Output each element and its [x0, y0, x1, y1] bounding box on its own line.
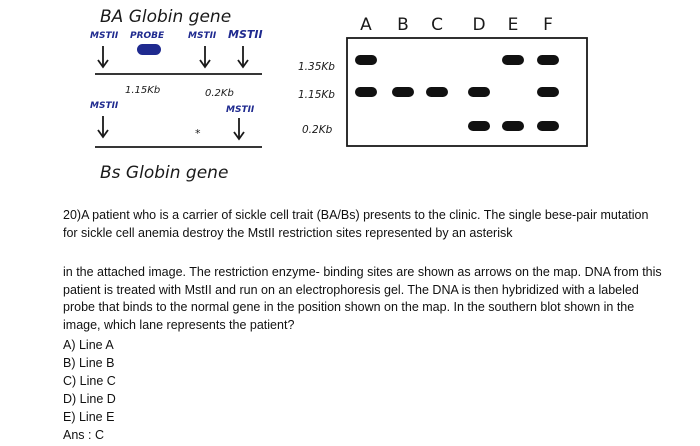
top-site-label-1: MSTII [90, 31, 119, 41]
question-body: in the attached image. The restriction e… [63, 265, 662, 332]
gel-box [346, 37, 588, 147]
option-b: B) Line B [63, 356, 115, 370]
answer-text: Ans : C [63, 428, 104, 442]
lane-label-e: E [508, 15, 519, 35]
band-d-1_15Kb [468, 87, 490, 97]
option-c: C) Line C [63, 374, 116, 388]
band-f-1_35Kb [537, 55, 559, 65]
fragment-label-2: 0.2Kb [205, 88, 234, 99]
bottom-site-label-2: MSTII [226, 105, 255, 115]
option-e: E) Line E [63, 410, 115, 424]
bottom-site-label-1: MSTII [90, 101, 119, 111]
option-a: A) Line A [63, 338, 114, 352]
fragment-label-1: 1.15Kb [125, 85, 160, 96]
top-arrow-2 [199, 46, 211, 69]
marker-label-0.2: 0.2Kb [302, 124, 333, 136]
band-a-1_15Kb [355, 87, 377, 97]
marker-label-1.35: 1.35Kb [298, 61, 335, 73]
band-a-1_35Kb [355, 55, 377, 65]
lane-label-d: D [472, 15, 485, 35]
lane-label-a: A [360, 15, 372, 35]
top-map-title: BA Globin gene [100, 7, 231, 27]
top-arrow-3 [237, 46, 249, 69]
diagram-figure: BA Globin gene MSTII PROBE MSTII MSTII 1… [90, 7, 588, 183]
band-f-0_2Kb [537, 121, 559, 131]
marker-label-1.15: 1.15Kb [298, 89, 335, 101]
band-e-0_2Kb [502, 121, 524, 131]
band-d-0_2Kb [468, 121, 490, 131]
mutation-asterisk: * [195, 127, 201, 140]
question-intro: 20)A patient who is a carrier of sickle … [63, 208, 649, 240]
bottom-arrow-2 [233, 118, 245, 141]
lane-label-c: C [431, 15, 443, 35]
lane-label-b: B [397, 15, 409, 35]
bottom-arrow-1 [97, 116, 109, 139]
answer-options: A) Line A B) Line B C) Line C D) Line D … [63, 336, 116, 444]
option-d: D) Line D [63, 392, 116, 406]
lane-label-f: F [543, 15, 553, 35]
top-site-label-2: MSTII [188, 31, 217, 41]
probe-bar [137, 44, 161, 55]
top-arrow-1 [97, 46, 109, 69]
band-c-1_15Kb [426, 87, 448, 97]
top-probe-label: PROBE [130, 31, 165, 41]
bottom-map-title: Bs Globin gene [100, 163, 228, 183]
band-e-1_35Kb [502, 55, 524, 65]
band-b-1_15Kb [392, 87, 414, 97]
top-site-label-3: MSTII [228, 28, 263, 41]
band-f-1_15Kb [537, 87, 559, 97]
